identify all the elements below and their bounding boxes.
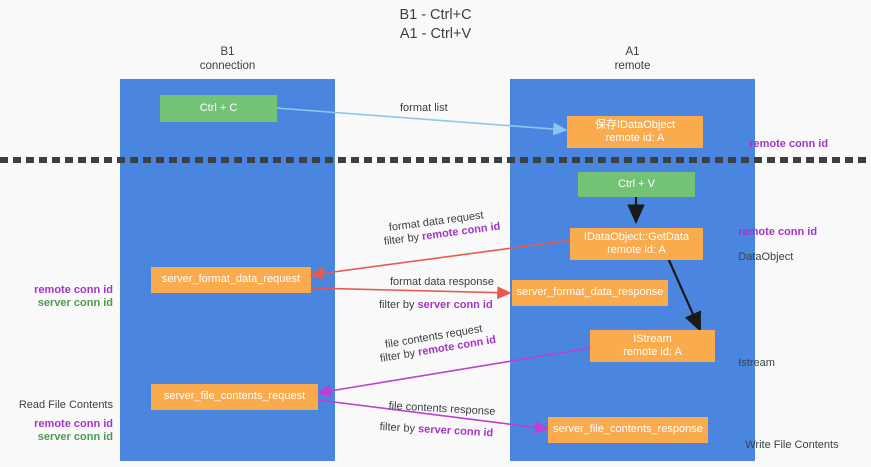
box-istream-sublabel: remote id: A	[623, 346, 682, 358]
label-istream: Istream	[726, 342, 775, 384]
label-left-remote-conn-id-mid-text: remote conn id	[34, 284, 113, 296]
caption-format-list-text: format list	[400, 102, 448, 114]
caption-file-contents-response-text: file contents response	[388, 399, 496, 418]
label-left-remote-conn-id-bottom-text: remote conn id	[34, 418, 113, 430]
label-left-server-conn-id-bottom: server conn id	[0, 416, 113, 458]
label-left-server-conn-id-bottom-text: server conn id	[37, 431, 113, 443]
label-dataobject: DataObject	[726, 236, 793, 278]
box-server-format-data-response[interactable]: server_format_data_response	[512, 280, 668, 306]
caption-format-data-response-text: format data response	[390, 276, 494, 288]
box-server-file-contents-request[interactable]: server_file_contents_request	[151, 384, 318, 410]
caption-filter-server-conn-id: server conn id	[417, 299, 493, 311]
box-istream-label: IStream	[633, 332, 672, 345]
box-idataobject-sublabel: remote id: A	[605, 132, 665, 144]
box-server-file-contents-request-label: server_file_contents_request	[163, 390, 306, 403]
label-dataobject-text: DataObject	[738, 251, 794, 263]
box-ctrl-v[interactable]: Ctrl + V	[578, 172, 695, 197]
box-idataobject-label: 保存IDataObject	[594, 118, 676, 131]
box-idataobject-getdata[interactable]: IDataObject::GetData remote id: A	[570, 228, 703, 260]
box-server-file-contents-response[interactable]: server_file_contents_response	[548, 417, 708, 443]
box-server-file-contents-response-label: server_file_contents_response	[553, 423, 703, 436]
box-getdata-sublabel: remote id: A	[607, 244, 666, 256]
box-server-format-data-request[interactable]: server_format_data_request	[151, 267, 311, 293]
label-remote-conn-id-top: remote conn id	[737, 123, 828, 165]
label-left-remote-conn-id-bottom: remote conn id	[0, 403, 113, 445]
box-server-format-data-request-label: server_format_data_request	[161, 273, 301, 286]
caption-filter-prefix-4: filter by	[379, 420, 419, 436]
label-left-server-conn-id-mid-text: server conn id	[37, 297, 113, 309]
label-read-file-contents: Read File Contents	[0, 384, 113, 426]
column-header-b1: B1 connection	[199, 46, 256, 72]
label-write-file-contents: Write File Contents	[733, 424, 839, 466]
box-server-format-data-response-label: server_format_data_response	[516, 286, 664, 299]
label-remote-conn-id-top-text: remote conn id	[749, 138, 829, 150]
caption-file-contents-response-filter: filter by server conn id	[379, 420, 493, 440]
caption-filter-server-conn-id-2: server conn id	[417, 423, 494, 440]
label-remote-conn-id-mid-text: remote conn id	[738, 226, 818, 238]
box-ctrl-c-label: Ctrl + C	[199, 101, 238, 114]
label-read-file-contents-text: Read File Contents	[18, 399, 113, 411]
box-idataobject[interactable]: 保存IDataObject remote id: A	[567, 116, 703, 148]
phase-divider	[0, 157, 871, 163]
page-title: B1 - Ctrl+C A1 - Ctrl+V	[399, 7, 472, 42]
label-remote-conn-id-mid: remote conn id	[726, 211, 817, 253]
caption-filter-prefix-2: filter by	[379, 299, 418, 311]
caption-filter-prefix: filter by	[383, 230, 423, 248]
caption-file-contents-response: file contents response	[388, 399, 496, 419]
box-getdata-label: IDataObject::GetData	[583, 230, 690, 243]
label-istream-text: Istream	[738, 357, 775, 369]
caption-format-data-response: format data response	[390, 275, 494, 289]
caption-format-list: format list	[400, 101, 448, 115]
caption-format-data-response-filter: filter by server conn id	[379, 298, 493, 312]
column-header-a1: A1 remote	[614, 46, 651, 72]
box-ctrl-c[interactable]: Ctrl + C	[160, 95, 277, 122]
label-left-remote-conn-id-mid: remote conn id	[0, 269, 113, 311]
box-istream[interactable]: IStream remote id: A	[590, 330, 715, 362]
label-write-file-contents-text: Write File Contents	[745, 439, 839, 451]
label-left-server-conn-id-mid: server conn id	[0, 282, 113, 324]
box-ctrl-v-label: Ctrl + V	[618, 177, 655, 190]
